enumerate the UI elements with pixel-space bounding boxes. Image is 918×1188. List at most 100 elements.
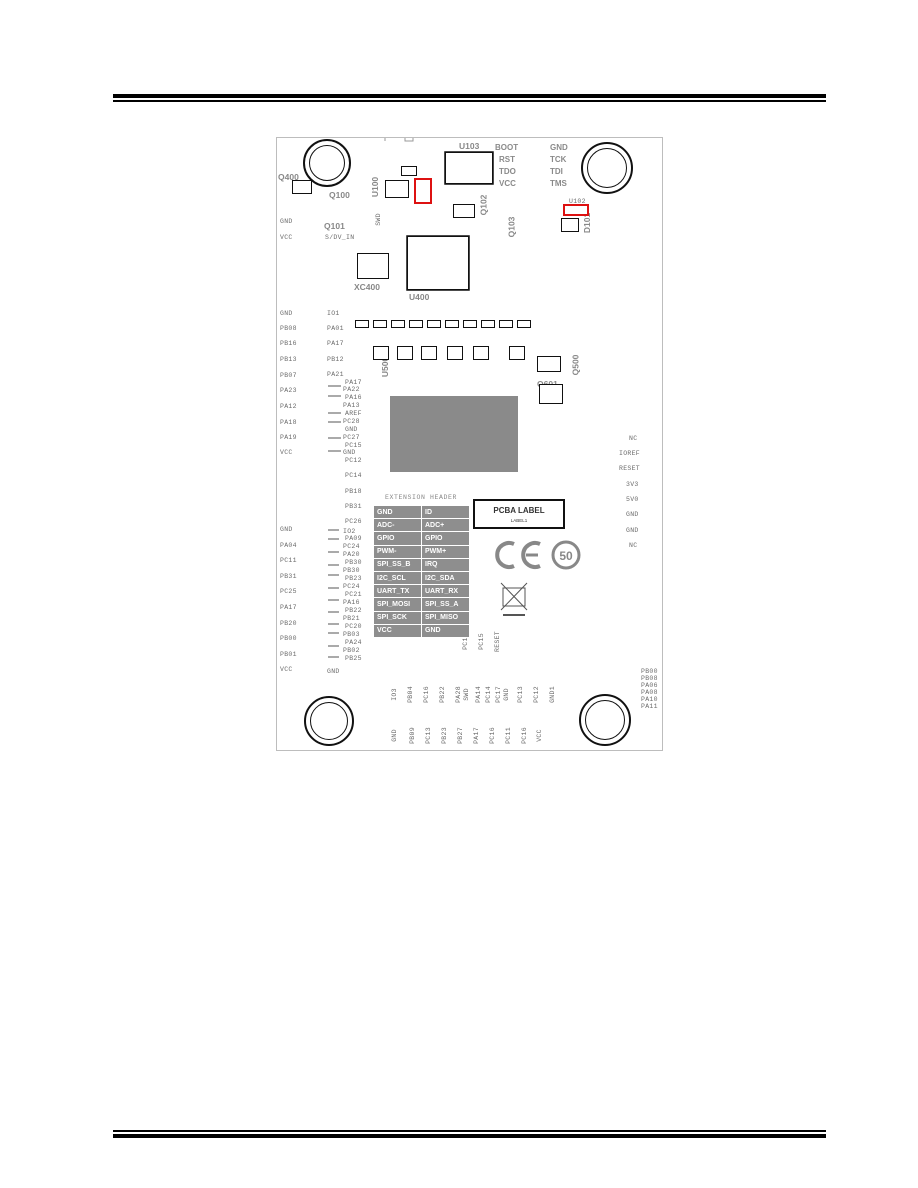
left-outer-pin: PA04 (280, 542, 297, 549)
refdes-q101: Q101 (324, 221, 345, 231)
smd-row-3 (391, 320, 405, 328)
bottom-pin: PB27 (456, 727, 464, 744)
weee-bin-icon (501, 586, 527, 618)
right-pin: GND (626, 527, 639, 534)
left-inner-pin: PA09 (345, 535, 362, 542)
left-inner-pin: PB23 (345, 575, 362, 582)
mid-pin: PC15 (477, 633, 485, 650)
left-inner-pin: PA17 (327, 340, 344, 347)
left-outer-pin: GND (280, 526, 293, 533)
smd-row-5 (427, 320, 441, 328)
rohs-50-icon: 50 (551, 540, 581, 570)
left-outer-pin: PA23 (280, 387, 297, 394)
left-inner-pin: PA17 (345, 379, 362, 386)
component-q400 (292, 180, 312, 194)
left-outer-pin: PA17 (280, 604, 297, 611)
left-inner-pin: PC24 (343, 583, 360, 590)
left-inner-pin: PC15 (345, 442, 362, 449)
left-inner-pin: PA01 (327, 325, 344, 332)
left-inner-pin: PA24 (345, 639, 362, 646)
label-u102: U102 (569, 198, 586, 205)
left-inner-pin: GND (327, 668, 340, 675)
pcba-label-sub: LABEL1 (510, 518, 528, 523)
left-outer-pin: PB08 (280, 325, 297, 332)
right-pin: NC (629, 542, 638, 549)
header-cell: UART_RX (421, 584, 470, 599)
left-outer-pin: VCC (280, 449, 293, 456)
component-q601 (539, 384, 563, 404)
highlight-j1 (414, 178, 432, 204)
right-bottom-pin: PB00 (641, 668, 658, 675)
refdes-q400: Q400 (278, 172, 299, 182)
left-inner-pin: PB03 (343, 631, 360, 638)
refdes-q100: Q100 (329, 190, 350, 200)
bottom-top-pin: IO3 (390, 688, 398, 701)
left-outer-pin: VCC (280, 666, 293, 673)
left-inner-pin: GND (343, 449, 356, 456)
left-inner-pin: IO1 (327, 310, 340, 317)
header-cell: GND (421, 624, 470, 638)
left-inner-pin: PB22 (345, 607, 362, 614)
right-bottom-pin: PA06 (641, 682, 658, 689)
bottom-top-pin: PC14 (484, 686, 492, 703)
right-bottom-pin: PA11 (641, 703, 658, 710)
header-cell: I2C_SDA (421, 571, 470, 586)
bottom-pin: PC11 (504, 727, 512, 744)
left-outer-pin: PB16 (280, 340, 297, 347)
tp-label-rst: RST (499, 155, 515, 164)
left-inner-pin: PA20 (343, 551, 360, 558)
component-u400 (407, 236, 469, 290)
header-cell: ADC- (374, 518, 422, 533)
smd-block-1 (373, 346, 389, 360)
smd-block-5 (473, 346, 489, 360)
left-inner-pin: PC26 (345, 518, 362, 525)
bottom-top-pin: PB04 (406, 686, 414, 703)
right-bottom-pin: PB08 (641, 675, 658, 682)
bottom-top-pin: SWD (462, 688, 470, 701)
left-outer-pin: PB00 (280, 635, 297, 642)
bottom-pin: PB09 (408, 727, 416, 744)
bottom-pin: PB23 (440, 727, 448, 744)
header-cell: SPI_SS_B (374, 558, 422, 572)
ce-mark-icon (492, 540, 544, 570)
left-outer-pin: PA12 (280, 403, 297, 410)
bottom-rule-thin (113, 1130, 826, 1132)
bottom-top-pin: GND (502, 688, 510, 701)
refdes-u400: U400 (409, 292, 430, 302)
pcba-label-title: PCBA LABEL (493, 506, 545, 515)
smd-row-8 (481, 320, 495, 328)
left-outer-pin: VCC (280, 234, 293, 241)
smd-row-2 (373, 320, 387, 328)
left-inner-pin: PC24 (343, 543, 360, 550)
bottom-top-pin: PC12 (532, 686, 540, 703)
right-pin: IOREF (619, 450, 641, 457)
pcb-board: BOOT RST TDO VCC GND TCK TDI TMS U103 Q4… (276, 137, 663, 751)
header-cell: PWM- (374, 545, 422, 559)
bottom-top-pin: PA28 (454, 686, 462, 703)
component-q102 (453, 204, 475, 218)
bottom-top-pin: GND1 (548, 686, 556, 703)
mounting-hole-h3 (304, 696, 354, 746)
left-inner-pin: PA13 (343, 402, 360, 409)
left-inner-pin: PB18 (345, 488, 362, 495)
header-cell: ID (421, 506, 470, 520)
right-bottom-pin: PA10 (641, 696, 658, 703)
refdes-xc400: XC400 (354, 282, 380, 292)
smd-row-7 (463, 320, 477, 328)
bottom-top-pin: PB22 (438, 686, 446, 703)
table-row: PWM-PWM+ (374, 545, 470, 559)
bottom-top-pin: PC13 (516, 686, 524, 703)
left-inner-pin: PC14 (345, 472, 362, 479)
left-inner-pin: PB30 (345, 559, 362, 566)
left-inner-pin: GND (345, 426, 358, 433)
left-inner-pin: PC21 (345, 591, 362, 598)
smd-row-9 (499, 320, 513, 328)
left-outer-pin: PA19 (280, 434, 297, 441)
mounting-hole-h2 (581, 142, 633, 194)
left-outer-pin: PB20 (280, 620, 297, 627)
tp-label-gnd: GND (550, 143, 568, 152)
